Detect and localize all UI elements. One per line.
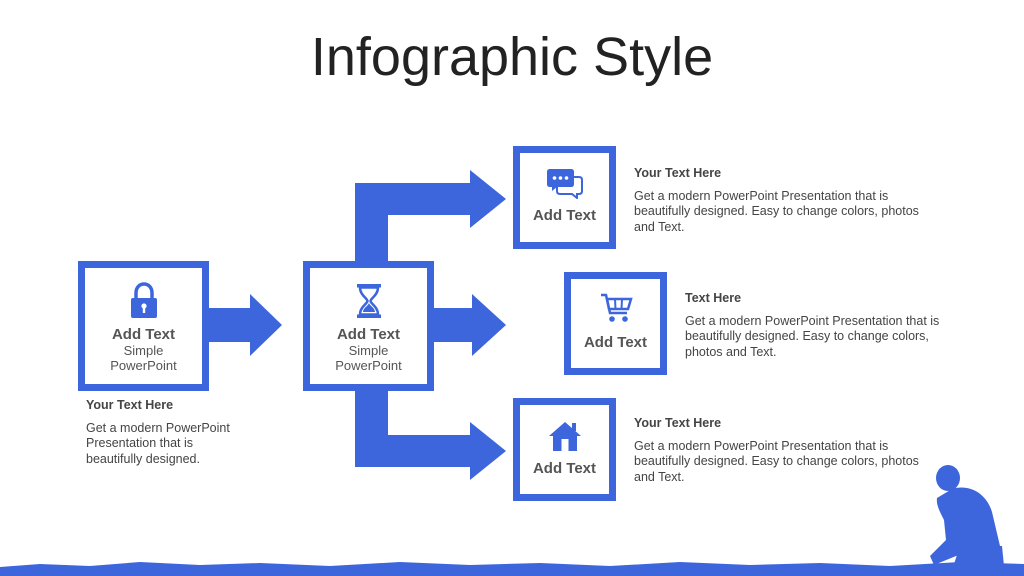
cart-icon xyxy=(600,293,633,322)
description-middle: Text Here Get a modern PowerPoint Presen… xyxy=(685,291,940,360)
ground-brush-stroke xyxy=(0,562,1024,576)
description-middle-body: Get a modern PowerPoint Presentation tha… xyxy=(685,313,940,359)
description-middle-heading: Text Here xyxy=(685,291,742,305)
description-left-body: Get a modern PowerPoint Presentation tha… xyxy=(86,420,230,466)
node-left-sub1: Simple xyxy=(123,343,164,358)
arrow-center-to-bottom xyxy=(355,390,506,480)
slide-title: Infographic Style xyxy=(310,27,714,87)
node-top-label: Add Text xyxy=(532,207,597,224)
description-left-heading: Your Text Here xyxy=(86,398,174,412)
home-icon xyxy=(548,422,581,451)
node-bottom[interactable]: Add Text xyxy=(513,398,616,501)
node-left[interactable]: Add Text Simple PowerPoint xyxy=(78,261,209,391)
node-middle[interactable]: Add Text xyxy=(564,272,667,375)
kneeling-person-silhouette xyxy=(930,465,1004,570)
node-left-sub2: PowerPoint xyxy=(110,358,177,373)
lock-icon xyxy=(130,282,157,318)
node-top[interactable]: Add Text xyxy=(513,146,616,249)
description-top-body: Get a modern PowerPoint Presentation tha… xyxy=(634,188,919,234)
description-left: Your Text Here Get a modern PowerPoint P… xyxy=(86,398,246,467)
node-center[interactable]: Add Text Simple PowerPoint xyxy=(303,261,434,391)
description-top-heading: Your Text Here xyxy=(634,166,722,180)
node-left-label: Add Text xyxy=(111,326,176,343)
node-middle-label: Add Text xyxy=(583,334,648,351)
node-bottom-label: Add Text xyxy=(532,460,597,477)
node-center-sub1: Simple xyxy=(348,343,389,358)
arrow-center-to-middle xyxy=(432,294,506,356)
node-center-sub2: PowerPoint xyxy=(335,358,402,373)
description-bottom-heading: Your Text Here xyxy=(634,416,722,430)
description-top: Your Text Here Get a modern PowerPoint P… xyxy=(634,166,934,235)
arrow-center-to-top xyxy=(355,170,506,268)
chat-icon xyxy=(546,169,583,199)
hourglass-icon xyxy=(356,284,381,318)
description-bottom-body: Get a modern PowerPoint Presentation tha… xyxy=(634,438,919,484)
description-bottom: Your Text Here Get a modern PowerPoint P… xyxy=(634,416,934,485)
node-center-label: Add Text xyxy=(336,326,401,343)
arrow-left-to-center xyxy=(208,294,282,356)
